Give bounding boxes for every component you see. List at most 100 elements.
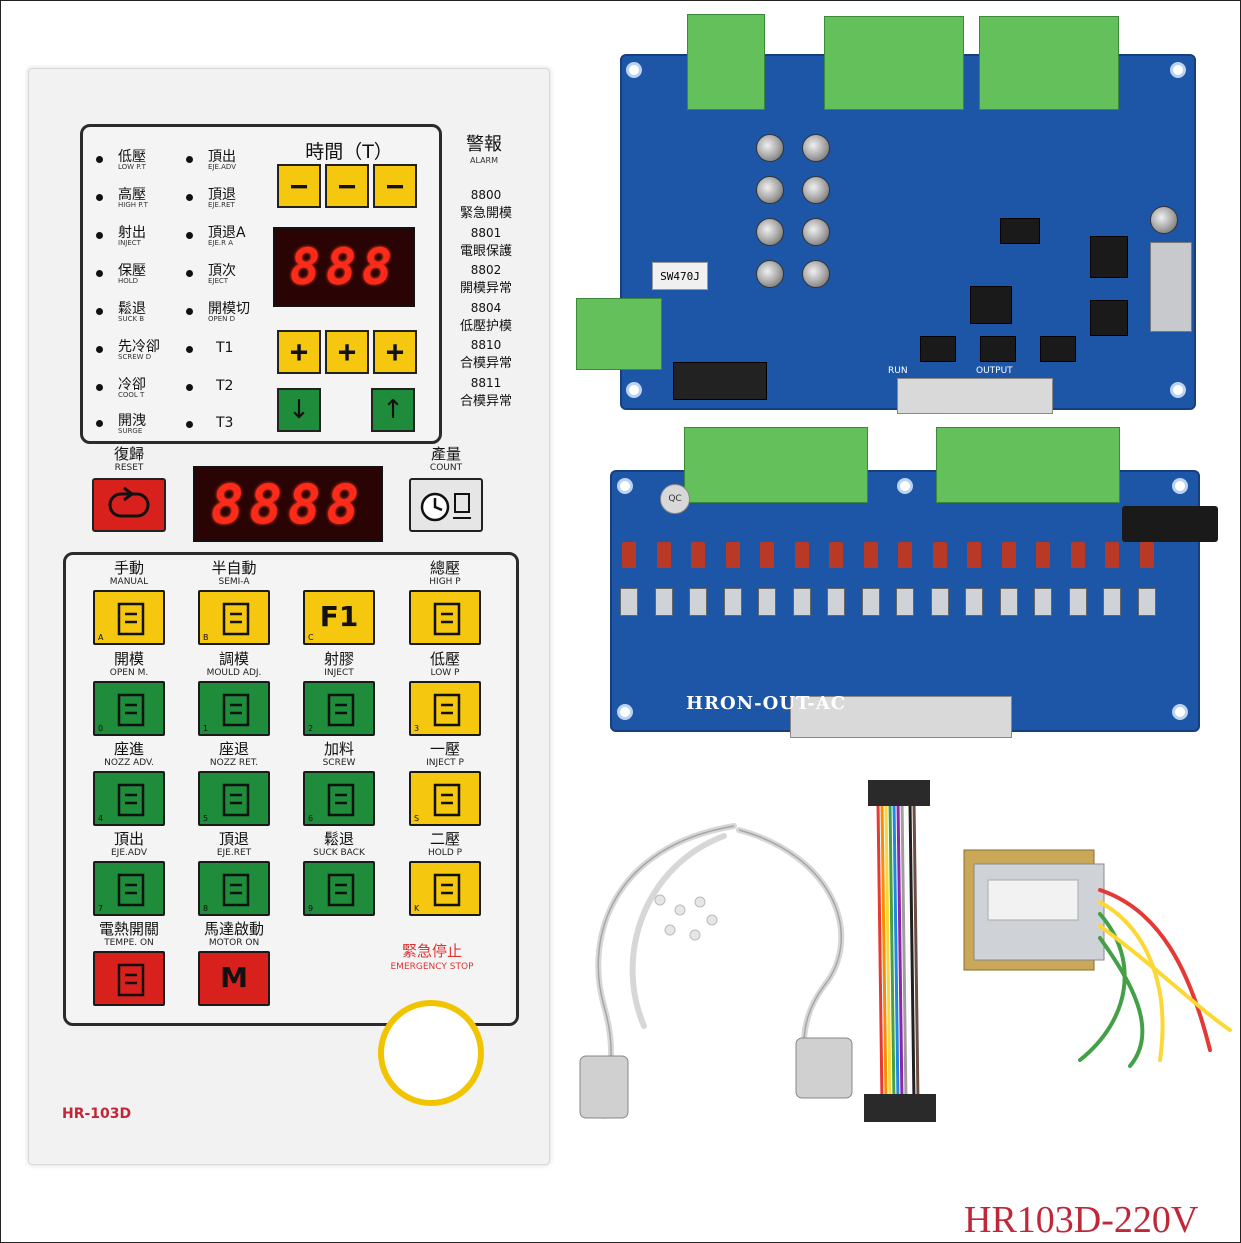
- mould-adjust-icon: [222, 693, 250, 727]
- function-key-nozz-ret[interactable]: 5: [198, 771, 270, 826]
- function-key-screw[interactable]: 6: [303, 771, 375, 826]
- function-key-hold-p[interactable]: K: [409, 861, 481, 916]
- triac-component: [792, 588, 811, 616]
- function-key-eje-adv[interactable]: 7: [93, 861, 165, 916]
- time-plus-button-2[interactable]: +: [325, 330, 369, 374]
- triac-component: [620, 588, 638, 616]
- microcontroller-chip: [970, 286, 1012, 324]
- reset-icon: [108, 486, 150, 518]
- mount-hole: [1172, 478, 1188, 494]
- capacitor-component: [725, 542, 740, 568]
- function-key-high-p[interactable]: [409, 590, 481, 645]
- mount-hole: [1172, 704, 1188, 720]
- time-title: 時間（T）: [305, 141, 393, 163]
- function-key-suck-back[interactable]: 9: [303, 861, 375, 916]
- capacitor-component: [967, 542, 981, 568]
- reset-button[interactable]: [92, 478, 166, 532]
- function-key-eje-ret[interactable]: 8: [198, 861, 270, 916]
- hand-icon: [117, 602, 145, 636]
- triac-component: [896, 588, 914, 616]
- function-key-nozz-adv[interactable]: 4: [93, 771, 165, 826]
- capacitor-component: [691, 542, 705, 568]
- ic-chip: [980, 336, 1016, 362]
- output-ribbon-header: [897, 378, 1053, 414]
- time-minus-button-3[interactable]: −: [373, 164, 417, 208]
- time-plus-button-1[interactable]: +: [277, 330, 321, 374]
- mould-open-icon: [117, 693, 145, 727]
- up-arrow-button[interactable]: ↑: [371, 388, 415, 432]
- ic-chip: [1000, 218, 1040, 244]
- hold-pressure-icon: [433, 873, 461, 907]
- ic-chip: [920, 336, 956, 362]
- triac-component: [827, 588, 845, 616]
- down-arrow-button[interactable]: ↓: [277, 388, 321, 432]
- capacitor-component: [863, 542, 878, 568]
- function-key-open-m[interactable]: 0: [93, 681, 165, 736]
- function-key-manual[interactable]: A: [93, 590, 165, 645]
- function-key-semi-a[interactable]: B: [198, 590, 270, 645]
- mount-hole: [626, 382, 642, 398]
- emergency-stop-button[interactable]: [378, 1000, 484, 1106]
- nozzle-retract-icon: [222, 783, 250, 817]
- triac-component: [1068, 588, 1087, 616]
- capacitor: [802, 176, 830, 204]
- triac-component: [723, 588, 742, 616]
- capacitor-component: [1139, 542, 1154, 568]
- function-key-low-p[interactable]: 3: [409, 681, 481, 736]
- function-key-inject[interactable]: 2: [303, 681, 375, 736]
- triac-component: [758, 588, 776, 616]
- capacitor: [802, 218, 830, 246]
- capacitor-component: [932, 542, 947, 568]
- motor-icon: M: [220, 961, 248, 994]
- f1-icon: F1: [319, 600, 359, 633]
- triac-component: [930, 588, 949, 616]
- run-label: RUN: [888, 366, 908, 376]
- low-pressure-icon: [433, 693, 461, 727]
- output-board-label: HRON-OUT-AC: [686, 693, 847, 714]
- time-display: 888: [273, 227, 415, 307]
- time-minus-button-2[interactable]: −: [325, 164, 369, 208]
- time-minus-button-1[interactable]: −: [277, 164, 321, 208]
- capacitor: [756, 260, 784, 288]
- terminal-block: [687, 14, 765, 110]
- capacitor-component: [1105, 542, 1119, 568]
- triac-component: [654, 588, 673, 616]
- function-key-motor-on[interactable]: M: [198, 951, 270, 1006]
- timer-counter-icon: [420, 492, 471, 522]
- terminal-block: [576, 298, 662, 370]
- count-button[interactable]: [409, 478, 483, 532]
- indicator-t1: T1: [186, 340, 336, 374]
- capacitor: [756, 134, 784, 162]
- function-key-inject-p[interactable]: S: [409, 771, 481, 826]
- ic-chip: [1090, 236, 1128, 278]
- capacitor-component: [760, 542, 774, 568]
- time-plus-button-3[interactable]: +: [373, 330, 417, 374]
- function-key-tempe-on[interactable]: [93, 951, 165, 1006]
- mount-hole: [1170, 382, 1186, 398]
- triac-component: [689, 588, 707, 616]
- mount-hole: [897, 478, 913, 494]
- triac-component: [1137, 588, 1156, 616]
- triac-component: [999, 588, 1018, 616]
- function-key-mould-adj[interactable]: 1: [198, 681, 270, 736]
- screw-pack: [640, 880, 730, 960]
- terminal-block: [936, 427, 1120, 503]
